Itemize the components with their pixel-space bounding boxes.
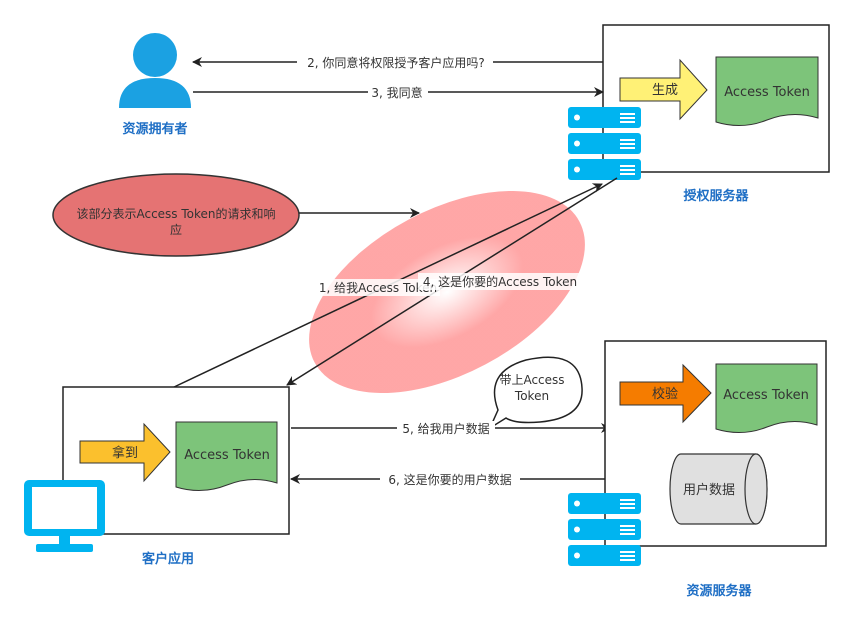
message-2-label: 2, 你同意将权限授予客户应用吗? [307,55,485,70]
svg-text:Access Token: Access Token [184,448,270,463]
get-arrow: 拿到 [79,422,171,483]
note-ellipse [52,173,300,257]
note-line-1: 该部分表示Access Token的请求和响 [76,206,275,221]
client-app-label: 客户应用 [142,551,194,567]
auth-access-token-doc: Access Token [715,56,819,126]
user-icon [119,33,191,108]
callout-line-2: Token [514,389,549,403]
user-data-database: 用户数据 [669,453,768,525]
callout-line-1: 带上Access [499,373,564,387]
svg-text:Access Token: Access Token [723,388,809,403]
get-label: 拿到 [112,445,138,461]
message-1-label: 1, 给我Access Token [319,281,437,295]
monitor-icon [24,480,105,552]
resource-owner-label: 资源拥有者 [122,121,187,137]
server-icon [568,107,641,180]
verify-arrow: 校验 [619,363,712,424]
user-data-label: 用户数据 [683,482,735,498]
server-icon [568,493,641,566]
message-4-label: 4, 这是你要的Access Token [423,274,577,289]
note-line-2: 应 [170,222,182,237]
resource-access-token-doc: Access Token [715,363,818,433]
auth-server-label: 授权服务器 [683,188,749,204]
message-6-label: 6, 这是你要的用户数据 [388,472,511,487]
resource-server-label: 资源服务器 [686,583,752,599]
generate-arrow: 生成 [619,58,708,121]
verify-label: 校验 [652,386,678,402]
generate-label: 生成 [652,83,678,98]
svg-text:Access Token: Access Token [724,85,810,100]
client-access-token-doc: Access Token [175,421,278,491]
message-3-label: 3, 我同意 [371,85,422,100]
message-5-label: 5, 给我用户数据 [402,421,489,436]
callout-bubble: 带上Access Token [488,356,583,430]
